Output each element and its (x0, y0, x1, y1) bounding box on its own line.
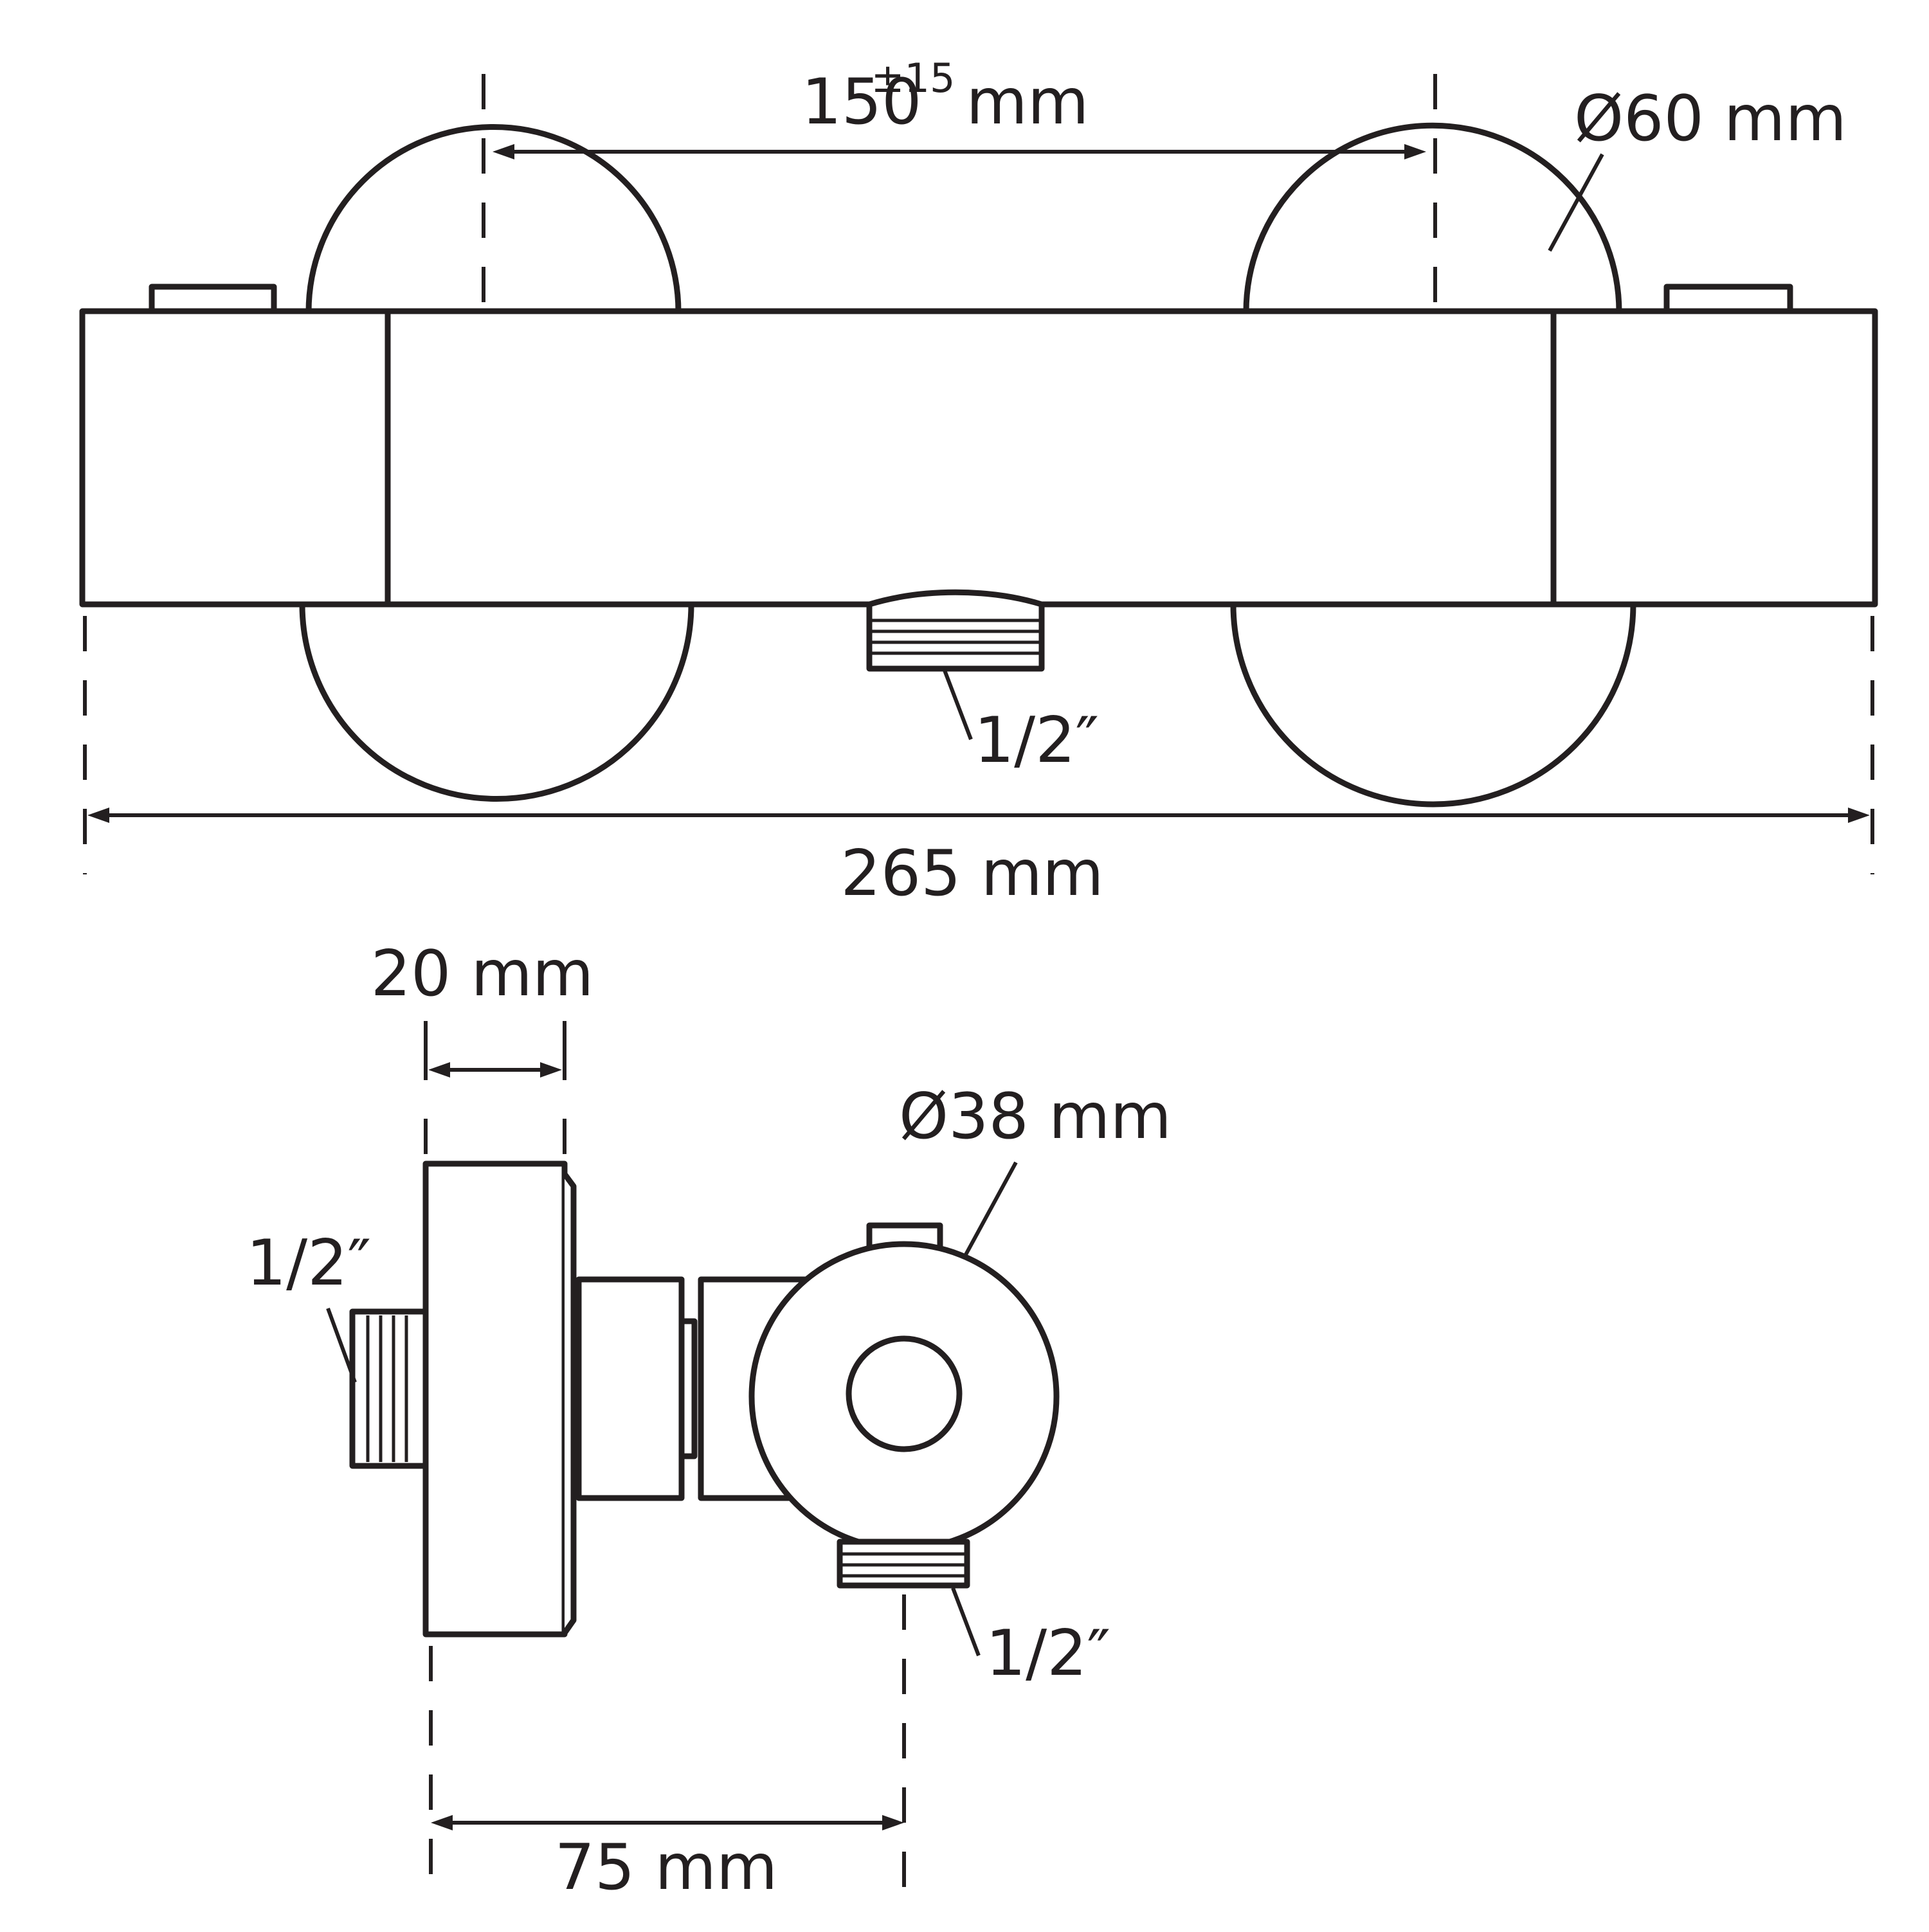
outlet-fitting (866, 589, 1045, 672)
right-handle-dome (1230, 122, 1636, 808)
handle-diameter-leader (1548, 153, 1604, 252)
handle-spacing-unit: mm (966, 66, 1089, 139)
mixer-body (79, 308, 1878, 608)
left-handle-dome (299, 124, 694, 802)
projection-label: 75 mm (555, 1831, 778, 1904)
knob-diameter-label: Ø38 mm (899, 1080, 1172, 1153)
total-length-dimension (87, 808, 1870, 823)
handle-spacing-dimension (493, 144, 1426, 159)
inlet-thread-label: 1/2″ (246, 1227, 371, 1300)
handle-diameter-label: Ø60 mm (1574, 82, 1847, 156)
inlet-fitting (349, 1308, 429, 1469)
outlet-thread-leader (942, 667, 973, 741)
knob-diameter-leader (963, 1161, 1018, 1258)
wall-plate (422, 1160, 568, 1638)
front-view: 150 ±15 mm Ø60 mm 1/2″ 265 mm (79, 55, 1878, 910)
wall-plate-depth-dimension (428, 1062, 562, 1078)
projection-dimension (431, 1815, 904, 1830)
handle-spacing-base: 150 (801, 66, 921, 139)
right-top-connector (1663, 284, 1793, 314)
connector-block (575, 1276, 685, 1501)
wall-plate-depth-label: 20 mm (371, 937, 594, 1011)
side-outlet-fitting (837, 1539, 970, 1589)
total-length-label: 265 mm (840, 837, 1103, 910)
side-outlet-thread-leader (951, 1587, 981, 1657)
wall-plate-bevel (562, 1172, 577, 1635)
connector-ring (678, 1318, 698, 1459)
inlet-thread-leader (326, 1307, 357, 1384)
handle-spacing-tolerance: ±15 (871, 55, 955, 102)
left-top-connector (149, 284, 277, 314)
knob-center (846, 1335, 963, 1452)
side-view: 20 mm 1/2″ (246, 937, 1172, 1904)
side-outlet-thread-label: 1/2″ (986, 1617, 1110, 1690)
outlet-thread-label: 1/2″ (974, 704, 1099, 777)
